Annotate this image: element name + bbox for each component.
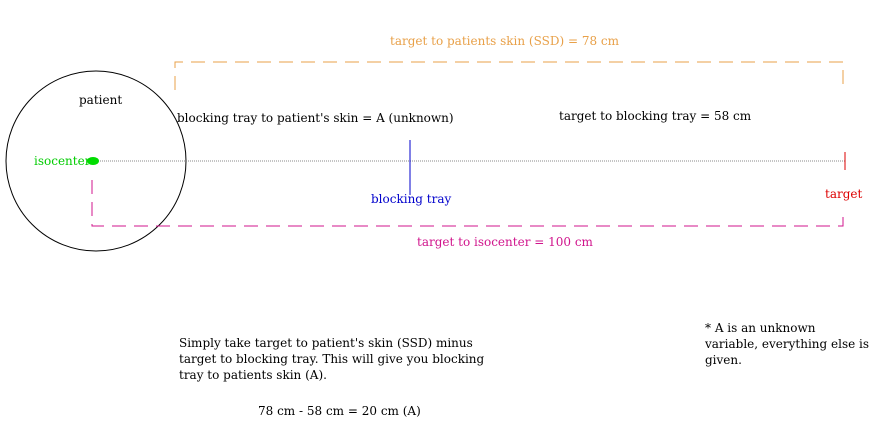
isocenter-label: isocenter <box>34 154 91 168</box>
patient-label: patient <box>79 93 123 107</box>
equation-text: 78 cm - 58 cm = 20 cm (A) <box>258 404 421 418</box>
target-to-isocenter-label: target to isocenter = 100 cm <box>417 235 593 249</box>
ssd-bracket <box>174 61 844 90</box>
target-to-isocenter-bracket <box>91 180 844 227</box>
ssd-label: target to patients skin (SSD) = 78 cm <box>390 34 620 48</box>
explanation-text: Simply take target to patient's skin (SS… <box>179 336 485 382</box>
footnote-text: * A is an unknown variable, everything e… <box>705 321 870 367</box>
tray-to-skin-label: blocking tray to patient's skin = A (unk… <box>177 111 454 125</box>
target-label: target <box>825 187 863 201</box>
blocking-tray-label: blocking tray <box>371 192 452 206</box>
isocenter-dot <box>87 157 99 165</box>
target-to-tray-label: target to blocking tray = 58 cm <box>559 109 752 123</box>
